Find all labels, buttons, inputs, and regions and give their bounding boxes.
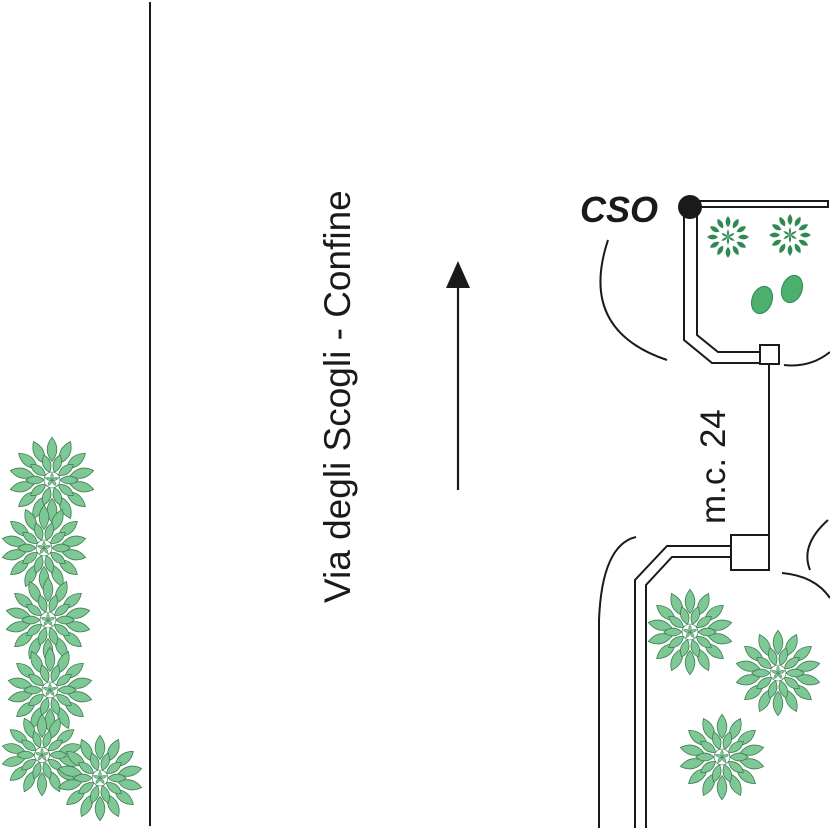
- upper-wall: [683, 200, 829, 364]
- manhole-upper: [759, 344, 780, 365]
- upper-curve-left: [599, 239, 668, 361]
- bush-icon: [707, 216, 749, 258]
- lower-curve-right-top: [806, 519, 829, 571]
- lower-wall: [634, 545, 731, 828]
- tree-canopy-icon: [647, 588, 733, 676]
- tree-canopy-icon: [735, 629, 821, 717]
- cso-label: CSO: [580, 189, 658, 230]
- upper-curve-right: [783, 351, 830, 367]
- tree-canopy-icon: [1, 713, 83, 797]
- bush-icon: [769, 214, 811, 256]
- arrow-up-icon: [446, 261, 470, 490]
- tree-canopy-icon: [9, 436, 95, 524]
- manhole-lower: [730, 534, 770, 571]
- tree-canopy-icon: [57, 734, 143, 822]
- tree-canopy-icon: [7, 646, 93, 734]
- lower-curve-right-bottom: [781, 572, 830, 599]
- street-label: Via degli Scogli - Confine: [317, 190, 358, 603]
- tree-canopy-icon: [5, 576, 91, 664]
- leaf-pair: [750, 274, 804, 315]
- pipe-label: m.c. 24: [694, 409, 733, 524]
- tree-canopy-icon: [679, 713, 765, 801]
- tree-canopy-icon: [1, 504, 87, 592]
- lower-curve-left: [598, 536, 637, 828]
